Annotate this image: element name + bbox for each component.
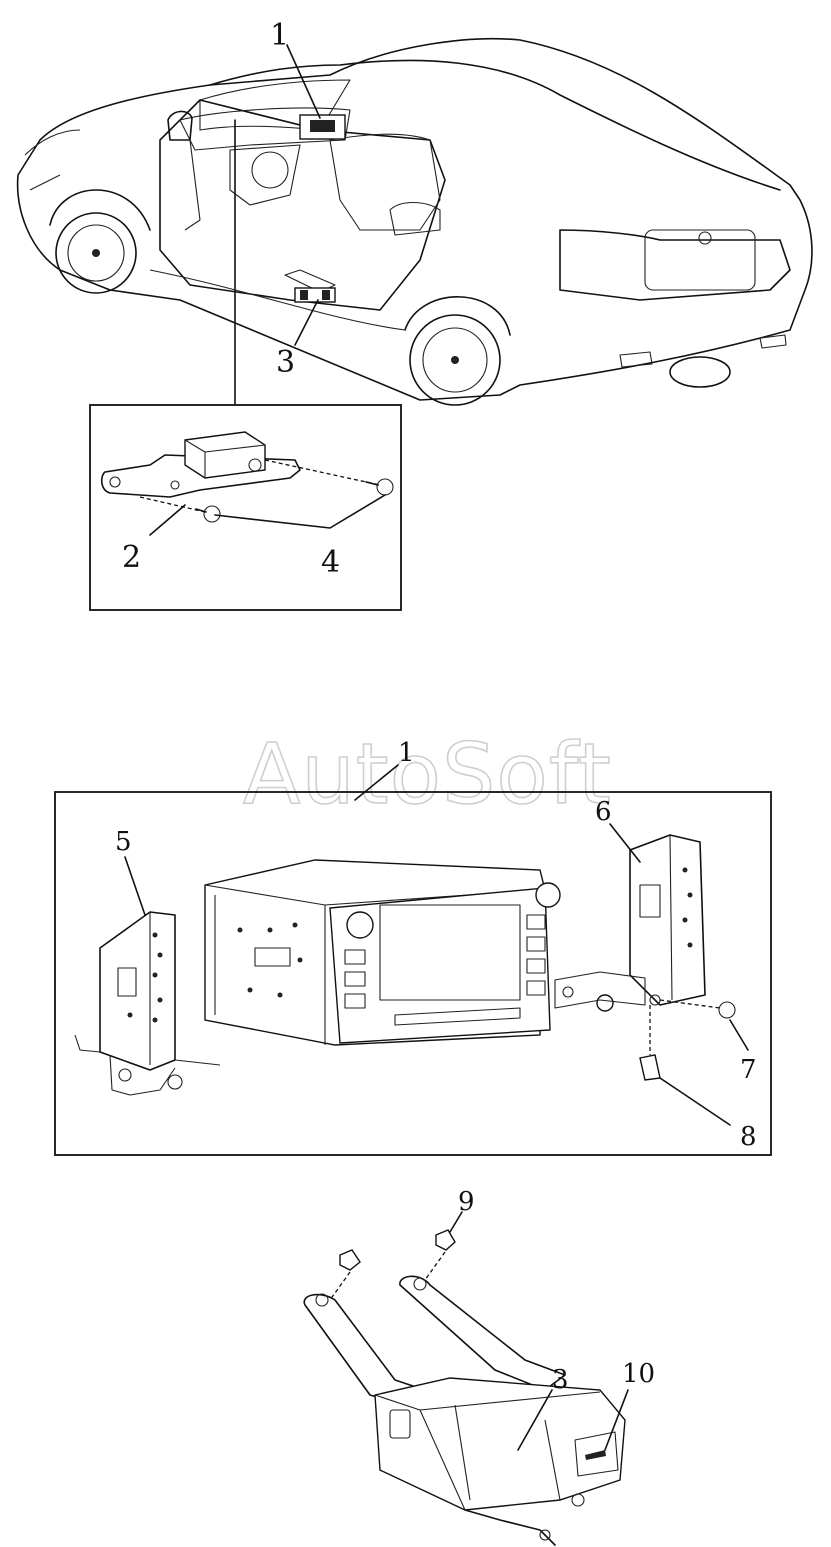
floor-bracket: [303, 1211, 629, 1546]
callout-mid-8: 8: [740, 1122, 757, 1152]
car-illustration: [16, 38, 813, 406]
callout-mid-5: 5: [115, 827, 132, 857]
mid-box: [54, 791, 772, 1156]
callout-mid-1: 1: [398, 738, 415, 768]
callout-bot-3: 3: [552, 1365, 569, 1395]
watermark: AutoSoft: [243, 725, 612, 823]
callout-top-1: 1: [270, 18, 289, 53]
mid-1-leader: [354, 764, 399, 801]
callout-mid-6: 6: [595, 797, 612, 827]
callout-top-4: 4: [321, 545, 340, 580]
callout-bot-9: 9: [458, 1187, 475, 1217]
top-leaders: [234, 44, 321, 406]
callout-top-3: 3: [276, 345, 295, 380]
callout-top-2: 2: [122, 540, 141, 575]
detail-box: [89, 404, 402, 611]
callout-mid-7: 7: [740, 1055, 757, 1085]
callout-bot-10: 10: [622, 1359, 655, 1389]
